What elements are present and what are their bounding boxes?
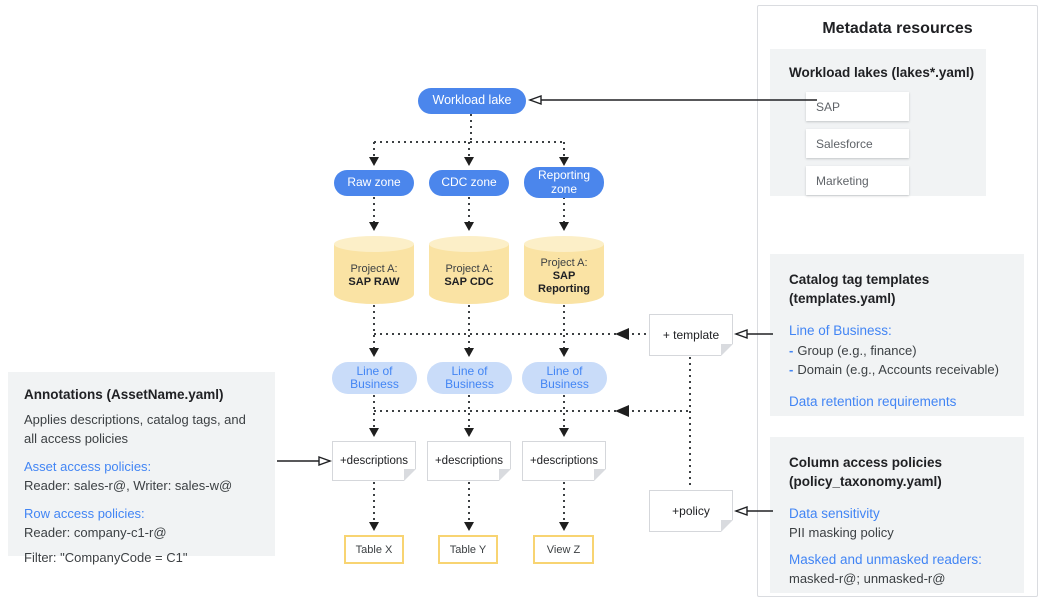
filter-value: Filter: "CompanyCode = C1" xyxy=(24,550,188,565)
annotations-title: Annotations (AssetName.yaml) xyxy=(24,387,224,402)
cylinder-body xyxy=(429,244,509,304)
masked-readers-value: masked-r@; unmasked-r@ xyxy=(789,571,946,586)
lake-card-salesforce: Salesforce xyxy=(806,129,909,158)
folded-corner xyxy=(721,520,733,532)
descriptions-note-3: +descriptions xyxy=(522,441,606,481)
descriptions-note-2: +descriptions xyxy=(427,441,511,481)
catalog-templates-heading-line2: (templates.yaml) xyxy=(789,291,896,306)
descriptions-label: +descriptions xyxy=(529,455,599,467)
output-box-view-z: View Z xyxy=(533,535,594,564)
column-policies-heading-line2: (policy_taxonomy.yaml) xyxy=(789,474,942,489)
descriptions-label: +descriptions xyxy=(434,455,504,467)
output-box-table-y: Table Y xyxy=(438,535,498,564)
folded-corner xyxy=(499,469,511,481)
metadata-resources-panel: Metadata resources Workload lakes (lakes… xyxy=(757,5,1038,597)
lob-pill-1: Line of Business xyxy=(332,362,417,394)
column-policies-section: Column access policies (policy_taxonomy.… xyxy=(770,437,1024,593)
project-cylinder-sap-reporting: Project A: SAP Reporting xyxy=(524,236,604,304)
cylinder-body xyxy=(524,244,604,304)
annotations-card: Annotations (AssetName.yaml) Applies des… xyxy=(8,372,275,565)
policy-note: +policy xyxy=(649,490,733,532)
template-label: + template xyxy=(662,328,720,342)
panel-title: Metadata resources xyxy=(822,20,973,37)
column-policies-heading-line1: Column access policies xyxy=(789,455,943,470)
masked-readers-heading: Masked and unmasked readers: xyxy=(789,552,982,567)
project-prefix: Project A: xyxy=(445,263,493,275)
cylinder-body xyxy=(334,244,414,304)
zone-pill-reporting: Reporting zone xyxy=(524,167,604,198)
lake-card-marketing: Marketing xyxy=(806,166,909,195)
bullet-dash: - xyxy=(789,343,794,358)
template-item-group: -Group (e.g., finance) xyxy=(789,341,1010,360)
workload-lake-pill: Workload lake xyxy=(418,88,526,114)
bullet-dash: - xyxy=(789,362,794,377)
descriptions-note-1: +descriptions xyxy=(332,441,416,481)
descriptions-label: +descriptions xyxy=(339,455,409,467)
project-prefix: Project A: xyxy=(350,263,398,275)
project-cylinder-sap-cdc: Project A: SAP CDC xyxy=(429,236,509,304)
catalog-templates-section: Catalog tag templates (templates.yaml) L… xyxy=(770,254,1024,416)
folded-corner xyxy=(721,344,733,356)
project-cylinder-sap-raw: Project A: SAP RAW xyxy=(334,236,414,304)
cylinder-top xyxy=(524,236,604,252)
lob-pill-2: Line of Business xyxy=(427,362,512,394)
data-sensitivity-value: PII masking policy xyxy=(789,525,894,540)
folded-corner xyxy=(594,469,606,481)
row-access-heading: Row access policies: xyxy=(24,506,145,521)
project-label: Project A: SAP RAW xyxy=(342,250,406,302)
zone-pill-raw: Raw zone xyxy=(334,170,414,196)
template-item-domain: -Domain (e.g., Accounts receivable) xyxy=(789,360,1010,379)
project-label: Project A: SAP Reporting xyxy=(538,250,590,302)
project-prefix: Project A: xyxy=(540,256,588,269)
catalog-templates-heading-line1: Catalog tag templates xyxy=(789,272,930,287)
project-name: SAP CDC xyxy=(444,276,494,288)
asset-access-value: Reader: sales-r@, Writer: sales-w@ xyxy=(24,478,233,493)
data-retention-heading: Data retention requirements xyxy=(789,394,957,409)
lob-heading: Line of Business: xyxy=(789,323,892,338)
policy-label: +policy xyxy=(672,504,710,518)
project-name: SAP RAW xyxy=(348,276,400,288)
lob-pill-3: Line of Business xyxy=(522,362,607,394)
data-sensitivity-heading: Data sensitivity xyxy=(789,506,880,521)
template-note: + template xyxy=(649,314,733,356)
asset-access-heading: Asset access policies: xyxy=(24,459,152,474)
template-item-group-label: Group (e.g., finance) xyxy=(797,343,917,358)
folded-corner xyxy=(404,469,416,481)
annotations-body: Applies descriptions, catalog tags, and … xyxy=(24,412,246,446)
workload-lakes-heading: Workload lakes (lakes*.yaml) xyxy=(789,65,975,80)
row-access-value: Reader: company-c1-r@ xyxy=(24,525,167,540)
cylinder-top xyxy=(334,236,414,252)
cylinder-top xyxy=(429,236,509,252)
project-name: SAP Reporting xyxy=(538,269,590,295)
zone-pill-cdc: CDC zone xyxy=(429,170,509,196)
lake-card-sap: SAP xyxy=(806,92,909,121)
output-box-table-x: Table X xyxy=(344,535,404,564)
template-item-domain-label: Domain (e.g., Accounts receivable) xyxy=(797,362,999,377)
project-label: Project A: SAP CDC xyxy=(437,250,501,302)
